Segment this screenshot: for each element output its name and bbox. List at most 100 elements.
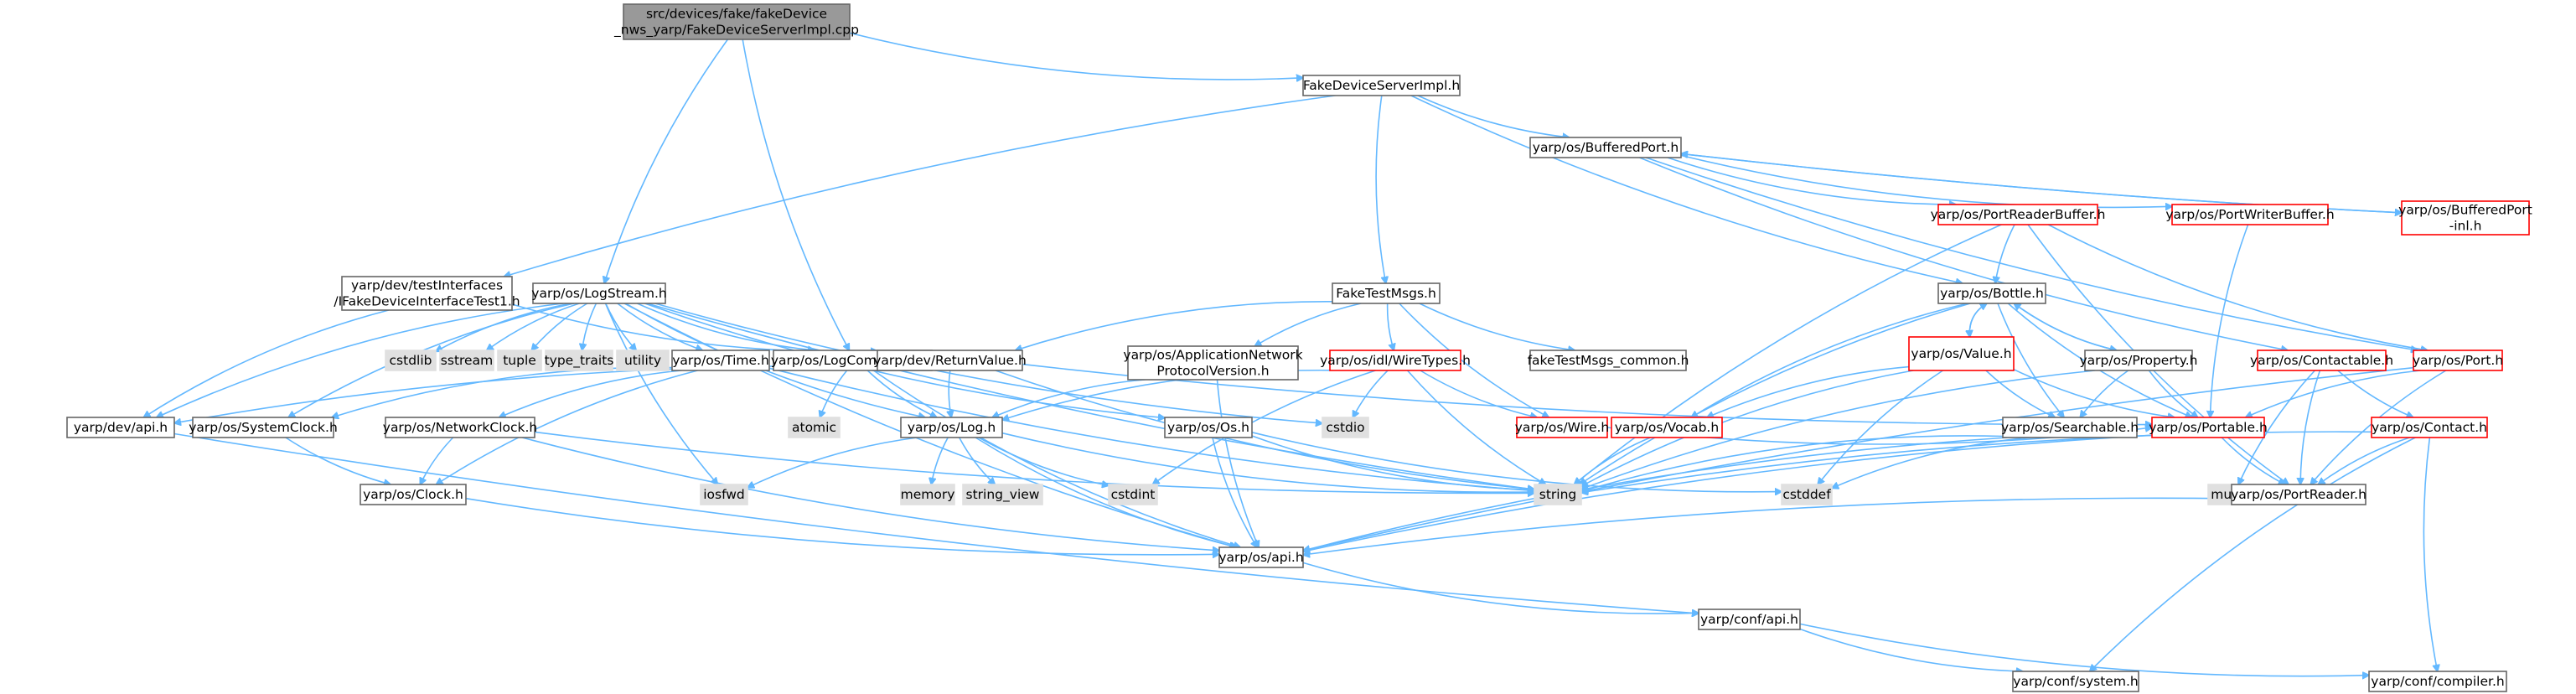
node-wire[interactable]: yarp/os/Wire.h xyxy=(1515,417,1610,438)
node-string: string xyxy=(1534,484,1582,505)
node-confApi[interactable]: yarp/conf/api.h xyxy=(1698,609,1801,630)
node-box xyxy=(1516,417,1608,438)
node-port[interactable]: yarp/os/Port.h xyxy=(2413,350,2503,371)
node-contactable[interactable]: yarp/os/Contactable.h xyxy=(2250,350,2393,371)
node-box xyxy=(900,417,1003,438)
edge-vocab-to-string xyxy=(1575,437,1651,484)
edge-bufferedPort-to-contactable xyxy=(1639,157,2288,350)
node-label: yarp/os/PortWriterBuffer.h xyxy=(2165,207,2334,222)
edge-searchable-to-cstddef xyxy=(1832,437,2030,488)
edge-portable-to-osApi xyxy=(1303,434,2153,552)
edge-logStream-to-iosfwd xyxy=(604,303,718,484)
node-box xyxy=(1937,204,2098,225)
node-box xyxy=(1611,417,1723,438)
node-testIface[interactable]: yarp/dev/testInterfaces/IFakeDeviceInter… xyxy=(334,276,520,311)
node-fakeTestMsgsCommon[interactable]: fakeTestMsgs_common.h xyxy=(1528,350,1689,371)
node-utility: utility xyxy=(616,350,670,371)
node-label: yarp/os/Portable.h xyxy=(2149,420,2268,435)
node-property[interactable]: yarp/os/Property.h xyxy=(2079,350,2198,371)
node-value[interactable]: yarp/os/Value.h xyxy=(1908,336,2015,371)
node-box xyxy=(671,350,770,371)
node-iosfwd: iosfwd xyxy=(700,484,748,505)
node-confSystem[interactable]: yarp/conf/system.h xyxy=(2012,671,2139,692)
node-appNetProto[interactable]: yarp/os/ApplicationNetworkProtocolVersio… xyxy=(1123,345,1303,381)
node-box xyxy=(623,3,851,40)
node-portable[interactable]: yarp/os/Portable.h xyxy=(2149,417,2268,438)
node-label: type_traits xyxy=(545,353,614,369)
node-bufferedPort[interactable]: yarp/os/BufferedPort.h xyxy=(1529,137,1682,158)
edge-os-to-string xyxy=(1251,435,1534,490)
edge-logStream-to-time xyxy=(617,303,703,350)
node-root[interactable]: src/devices/fake/fakeDevice_nws_yarp/Fak… xyxy=(613,3,859,40)
node-wireTypes[interactable]: yarp/os/idl/WireTypes.h xyxy=(1320,350,1471,371)
edge-wireTypes-to-cstdint xyxy=(1153,370,1376,484)
node-label: yarp/os/Time.h xyxy=(672,353,769,368)
node-box xyxy=(2012,671,2139,692)
edge-time-to-networkClock xyxy=(499,370,682,417)
node-label: yarp/os/NetworkClock.h xyxy=(383,420,537,435)
edge-log-to-cstdint xyxy=(978,437,1109,485)
node-log[interactable]: yarp/os/Log.h xyxy=(900,417,1003,438)
node-confCompiler[interactable]: yarp/conf/compiler.h xyxy=(2368,671,2507,692)
node-label: sstream xyxy=(441,353,493,368)
node-label: memory xyxy=(901,487,955,502)
node-box xyxy=(1108,484,1158,505)
node-label: ProtocolVersion.h xyxy=(1156,364,1269,379)
node-label: yarp/os/PortReader.h xyxy=(2231,487,2367,502)
node-systemClock[interactable]: yarp/os/SystemClock.h xyxy=(189,417,338,438)
node-label: yarp/os/Os.h xyxy=(1167,420,1249,435)
node-box xyxy=(1781,484,1833,505)
node-label: FakeTestMsgs.h xyxy=(1336,286,1436,301)
node-label: yarp/conf/system.h xyxy=(2013,674,2138,689)
node-searchable[interactable]: yarp/os/Searchable.h xyxy=(2001,417,2139,438)
node-returnValue[interactable]: yarp/dev/ReturnValue.h xyxy=(873,350,1027,371)
node-os[interactable]: yarp/os/Os.h xyxy=(1164,417,1253,438)
node-label: yarp/os/Searchable.h xyxy=(2001,420,2139,435)
edge-fakeServerImpl-to-bottle xyxy=(1410,95,1963,283)
edge-value-to-string xyxy=(1581,370,1914,486)
node-box xyxy=(1218,546,1304,568)
edge-appNetProto-to-log xyxy=(992,379,1146,417)
node-fakeTestMsgs[interactable]: FakeTestMsgs.h xyxy=(1332,282,1441,304)
node-box xyxy=(439,350,494,371)
node-label: yarp/os/Bottle.h xyxy=(1940,286,2044,301)
node-box xyxy=(1322,417,1369,438)
edge-logStream-to-sstream xyxy=(487,303,580,350)
node-cstdio: cstdio xyxy=(1322,417,1369,438)
node-portWriterBuffer[interactable]: yarp/os/PortWriterBuffer.h xyxy=(2165,204,2335,225)
node-label: yarp/os/Contactable.h xyxy=(2250,353,2393,368)
node-box xyxy=(1529,350,1687,371)
edge-logComponent-to-osApi xyxy=(872,370,1240,547)
edge-confApi-to-confCompiler xyxy=(1799,623,2369,676)
edge-port-to-portable xyxy=(2246,370,2421,417)
node-label: /IFakeDeviceInterfaceTest1.h xyxy=(334,294,520,309)
node-label: yarp/dev/testInterfaces xyxy=(351,278,503,293)
node-fakeServerImpl[interactable]: FakeDeviceServerImpl.h xyxy=(1302,75,1461,96)
node-label: yarp/os/api.h xyxy=(1218,550,1303,565)
node-typeTraits: type_traits xyxy=(545,350,614,371)
node-box xyxy=(2368,671,2507,692)
node-time[interactable]: yarp/os/Time.h xyxy=(671,350,770,371)
node-bufferedPortInl[interactable]: yarp/os/BufferedPort-inl.h xyxy=(2398,200,2532,236)
node-label: yarp/os/Log.h xyxy=(908,420,996,435)
node-vocab[interactable]: yarp/os/Vocab.h xyxy=(1611,417,1723,438)
node-networkClock[interactable]: yarp/os/NetworkClock.h xyxy=(383,417,537,438)
node-osApi[interactable]: yarp/os/api.h xyxy=(1218,546,1304,568)
edge-fakeTestMsgs-to-appNetProto xyxy=(1254,303,1362,346)
node-cstdlib: cstdlib xyxy=(385,350,437,371)
edge-returnValue-to-log xyxy=(949,370,951,417)
edge-wireTypes-to-string xyxy=(1406,370,1546,484)
node-label: string xyxy=(1539,487,1577,502)
edge-contact-to-confSystem xyxy=(2090,437,2416,671)
edge-contactable-to-mutex xyxy=(2238,370,2315,484)
edge-fakeServerImpl-to-testIface xyxy=(504,95,1336,277)
node-devApi[interactable]: yarp/dev/api.h xyxy=(66,417,175,438)
node-portReaderBuffer[interactable]: yarp/os/PortReaderBuffer.h xyxy=(1931,204,2106,225)
node-clock[interactable]: yarp/os/Clock.h xyxy=(360,484,467,505)
node-logStream[interactable]: yarp/os/LogStream.h xyxy=(531,282,667,304)
edge-fakeServerImpl-to-fakeTestMsgs xyxy=(1375,95,1386,283)
node-contact[interactable]: yarp/os/Contact.h xyxy=(2371,417,2488,438)
node-portReader[interactable]: yarp/os/PortReader.h xyxy=(2231,484,2367,505)
node-box xyxy=(700,484,748,505)
node-bottle[interactable]: yarp/os/Bottle.h xyxy=(1937,282,2046,304)
